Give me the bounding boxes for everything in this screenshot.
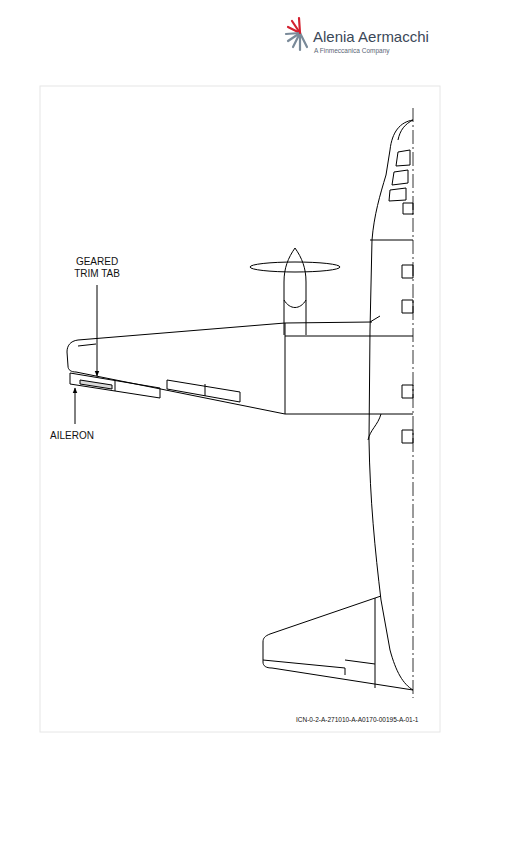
aircraft-outline	[67, 108, 413, 698]
logo-name: Alenia Aermacchi	[313, 28, 443, 45]
image-frame	[40, 86, 440, 732]
logo-icon	[286, 18, 307, 50]
leader-line	[97, 285, 98, 376]
figure-id: ICN-0-2-A-271010-A-A0170-00195-A-01-1	[296, 716, 446, 723]
leader-line	[75, 388, 76, 424]
logo-tagline: A Finmeccanica Company	[314, 47, 424, 54]
part-label: AILERON	[50, 430, 110, 442]
part-label: GEARED TRIM TAB	[69, 256, 125, 279]
